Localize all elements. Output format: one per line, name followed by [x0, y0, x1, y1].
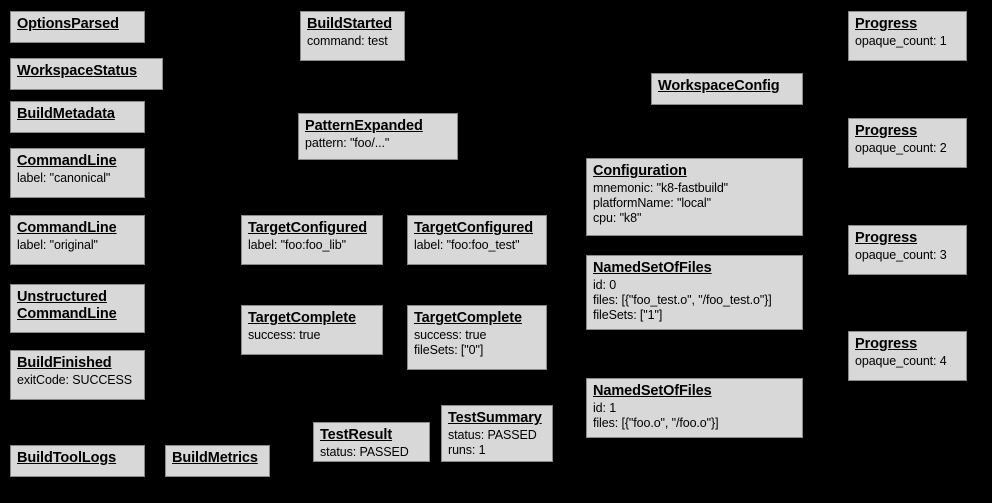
event-node-title: NamedSetOfFiles: [593, 260, 712, 276]
event-node-title: Progress: [855, 230, 918, 246]
event-node-title: TargetComplete: [414, 310, 522, 326]
event-node-fields: id: 1 files: [{"foo.o", "/foo.o"}]: [593, 401, 719, 430]
event-node-fields: opaque_count: 2: [855, 141, 947, 155]
event-node-fields: status: PASSED runs: 1: [448, 428, 537, 457]
event-node-fields: command: test: [307, 34, 388, 48]
event-node-fields: label: "original": [17, 238, 98, 252]
event-node-fields: success: true fileSets: ["0"]: [414, 328, 487, 357]
event-node-fields: opaque_count: 4: [855, 354, 947, 368]
event-node-fields: success: true: [248, 328, 321, 342]
event-node-title: Progress: [855, 336, 918, 352]
event-node-title: Configuration: [593, 163, 687, 179]
event-node[interactable]: WorkspaceStatus: [10, 58, 163, 90]
event-node[interactable]: BuildToolLogs: [10, 445, 145, 477]
event-node-fields: pattern: "foo/...": [305, 136, 390, 150]
event-node[interactable]: NamedSetOfFiles id: 0 files: [{"foo_test.…: [586, 255, 803, 330]
event-node[interactable]: OptionsParsed: [10, 11, 145, 43]
event-node-title: WorkspaceStatus: [17, 63, 137, 79]
event-node[interactable]: Progress opaque_count: 2: [848, 118, 967, 168]
event-node-title: NamedSetOfFiles: [593, 383, 712, 399]
event-node-title: TestResult: [320, 427, 393, 443]
event-node[interactable]: PatternExpanded pattern: "foo/...": [298, 113, 458, 160]
event-node-title: Unstructured CommandLine: [17, 289, 117, 322]
event-node-title: TargetConfigured: [414, 220, 533, 236]
event-node-fields: opaque_count: 3: [855, 248, 947, 262]
event-node[interactable]: TargetComplete success: true: [241, 305, 383, 355]
event-node-title: WorkspaceConfig: [658, 78, 780, 94]
event-node[interactable]: TargetConfigured label: "foo:foo_test": [407, 215, 547, 265]
event-node-title: PatternExpanded: [305, 118, 423, 134]
event-node[interactable]: BuildFinished exitCode: SUCCESS: [10, 350, 145, 400]
event-node-title: OptionsParsed: [17, 16, 119, 32]
event-node-fields: label: "foo:foo_lib": [248, 238, 346, 252]
event-node[interactable]: Configuration mnemonic: "k8-fastbuild" pl…: [586, 158, 803, 236]
event-node-title: BuildToolLogs: [17, 450, 117, 466]
event-node[interactable]: BuildMetadata: [10, 101, 145, 133]
event-node-fields: label: "canonical": [17, 171, 111, 185]
event-node[interactable]: Progress opaque_count: 3: [848, 225, 967, 275]
event-node[interactable]: Unstructured CommandLine: [10, 284, 145, 333]
event-node-title: Progress: [855, 16, 918, 32]
event-node-title: CommandLine: [17, 153, 117, 169]
event-node-fields: mnemonic: "k8-fastbuild" platformName: "…: [593, 181, 729, 225]
event-node-title: TestSummary: [448, 410, 542, 426]
event-node-title: CommandLine: [17, 220, 117, 236]
event-node[interactable]: NamedSetOfFiles id: 1 files: [{"foo.o", "…: [586, 378, 803, 438]
event-node[interactable]: Progress opaque_count: 1: [848, 11, 967, 61]
event-node[interactable]: TestResult status: PASSED: [313, 422, 430, 462]
event-node-title: Progress: [855, 123, 918, 139]
event-node-fields: status: PASSED: [320, 445, 409, 459]
event-node-title: BuildMetrics: [172, 450, 258, 466]
event-node-title: BuildStarted: [307, 16, 393, 32]
event-node-title: TargetConfigured: [248, 220, 367, 236]
event-node[interactable]: BuildMetrics: [165, 445, 270, 477]
event-node-fields: exitCode: SUCCESS: [17, 373, 133, 387]
event-node-fields: label: "foo:foo_test": [414, 238, 520, 252]
event-node-title: TargetComplete: [248, 310, 356, 326]
event-node[interactable]: TargetConfigured label: "foo:foo_lib": [241, 215, 383, 265]
event-node[interactable]: CommandLine label: "canonical": [10, 148, 145, 198]
event-node[interactable]: BuildStarted command: test: [300, 11, 405, 61]
event-node[interactable]: TargetComplete success: true fileSets: ["…: [407, 305, 547, 370]
event-node-title: BuildFinished: [17, 355, 112, 371]
event-node[interactable]: TestSummary status: PASSED runs: 1: [441, 405, 553, 462]
event-node-title: BuildMetadata: [17, 106, 115, 122]
event-node-fields: opaque_count: 1: [855, 34, 947, 48]
event-node[interactable]: WorkspaceConfig: [651, 73, 803, 105]
event-node-fields: id: 0 files: [{"foo_test.o", "/foo_test.…: [593, 278, 772, 322]
event-node[interactable]: CommandLine label: "original": [10, 215, 145, 265]
event-node[interactable]: Progress opaque_count: 4: [848, 331, 967, 381]
